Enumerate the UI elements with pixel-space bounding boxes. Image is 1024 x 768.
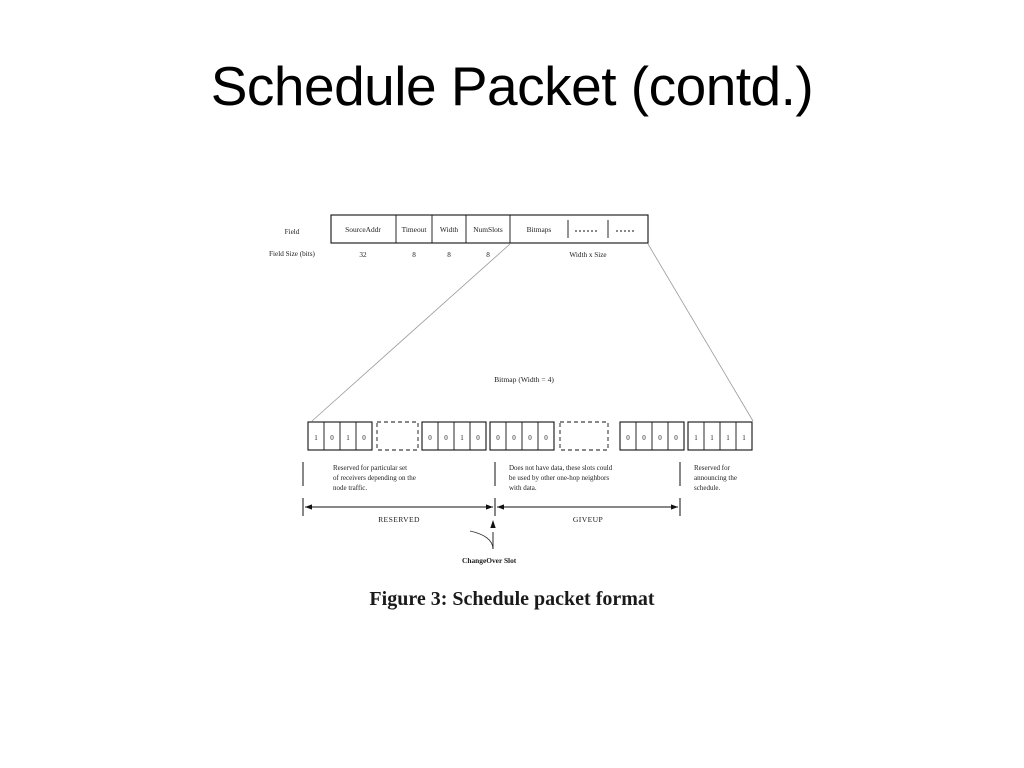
- bit-cell: 0: [658, 434, 662, 442]
- field-name-3: NumSlots: [473, 225, 503, 234]
- bitmap-group-0: 1 0 1 0: [307, 421, 373, 451]
- bit-cell: 1: [726, 434, 730, 442]
- bitmap-group-1: 0 0 1 0: [421, 421, 487, 451]
- bit-cell: 1: [694, 434, 698, 442]
- field-size-2: 8: [447, 251, 451, 259]
- bit-cell: 1: [346, 434, 350, 442]
- bit-cell: 0: [528, 434, 532, 442]
- changeover-label: ChangeOver Slot: [462, 556, 517, 565]
- note-line: schedule.: [694, 484, 720, 492]
- bit-cell: 1: [742, 434, 746, 442]
- figure-caption: Figure 3: Schedule packet format: [369, 588, 655, 610]
- bitmap-group-2: 0 0 0 0: [489, 421, 555, 451]
- span-label-giveup: GIVEUP: [573, 515, 603, 524]
- bit-cell: 0: [642, 434, 646, 442]
- changeover-callout: [469, 520, 496, 550]
- note-line: with data.: [509, 484, 537, 492]
- expansion-line-right: [647, 243, 754, 422]
- span-arrow-giveup: [497, 504, 678, 510]
- bit-cell: 0: [362, 434, 366, 442]
- bitmap-gap-0: [376, 421, 419, 451]
- bit-cell: 0: [626, 434, 630, 442]
- note-line: Reserved for: [694, 464, 731, 472]
- bit-cell: 1: [314, 434, 318, 442]
- field-size-0: 32: [359, 251, 367, 259]
- bit-cell: 0: [512, 434, 516, 442]
- note-line: Does not have data, these slots could: [509, 464, 613, 472]
- row-label-field: Field: [285, 228, 300, 236]
- field-name-1: Timeout: [402, 225, 428, 234]
- bitmap-title: Bitmap (Width = 4): [494, 375, 554, 384]
- page-title: Schedule Packet (contd.): [210, 55, 814, 117]
- note-line: node traffic.: [333, 484, 367, 492]
- bitmap-group-4: 1 1 1 1: [687, 421, 753, 451]
- note-giveup: Does not have data, these slots could be…: [509, 464, 613, 492]
- field-size-4: Width x Size: [569, 251, 606, 259]
- note-line: be used by other one-hop neighbors: [509, 474, 609, 482]
- bit-cell: 0: [330, 434, 334, 442]
- field-size-3: 8: [486, 251, 490, 259]
- bitmap-gap-1: [559, 421, 609, 451]
- note-line: Reserved for particular set: [333, 464, 407, 472]
- bit-cell: 0: [496, 434, 500, 442]
- field-name-0: SourceAddr: [345, 225, 381, 234]
- packet-header-outline: [330, 214, 649, 244]
- note-line: of receivers depending on the: [333, 474, 416, 482]
- span-label-reserved: RESERVED: [378, 515, 420, 524]
- bitmap-group-3: 0 0 0 0: [619, 421, 685, 451]
- bit-cell: 0: [476, 434, 480, 442]
- note-line: announcing the: [694, 474, 737, 482]
- packet-format-diagram: Field Field Size (bits) SourceAddr Timeo…: [269, 214, 754, 565]
- note-announce: Reserved for announcing the schedule.: [694, 464, 737, 492]
- bit-cell: 0: [544, 434, 548, 442]
- note-reserved: Reserved for particular set of receivers…: [333, 464, 416, 492]
- bit-cell: 0: [428, 434, 432, 442]
- field-name-4: Bitmaps: [527, 225, 552, 234]
- expansion-line-left: [311, 243, 511, 422]
- bit-cell: 0: [444, 434, 448, 442]
- span-arrow-reserved: [305, 504, 493, 510]
- field-size-1: 8: [412, 251, 416, 259]
- row-label-field-size: Field Size (bits): [269, 250, 316, 258]
- bit-cell: 1: [710, 434, 714, 442]
- bit-cell: 0: [674, 434, 678, 442]
- bit-cell: 1: [460, 434, 464, 442]
- field-name-2: Width: [440, 225, 458, 234]
